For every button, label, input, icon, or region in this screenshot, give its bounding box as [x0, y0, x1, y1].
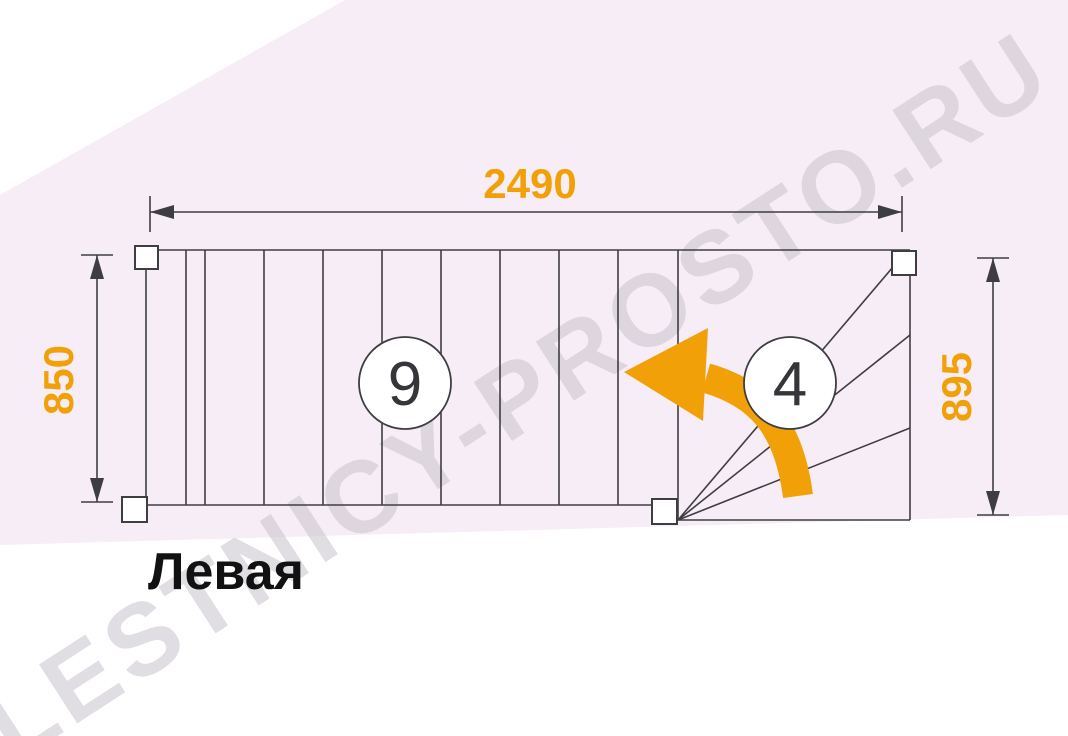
dimension-right-label: 895: [933, 352, 980, 422]
arrowhead-right-icon: [878, 205, 902, 219]
step-count-circle: [743, 336, 837, 430]
newel-posts: [121, 245, 917, 525]
arrowhead-left-icon: [150, 205, 174, 219]
step-count-straight: 9: [358, 336, 452, 430]
arrowhead-up-icon: [986, 258, 1000, 282]
arrowhead-down-icon: [90, 478, 104, 502]
newel-post: [134, 245, 159, 270]
arrowhead-down-icon: [986, 491, 1000, 515]
newel-post: [891, 250, 917, 276]
dimension-top: 2490: [149, 160, 903, 232]
arrowhead-up-icon: [90, 255, 104, 279]
dimension-width-label: 2490: [483, 160, 576, 207]
step-count-circle: [358, 336, 452, 430]
step-count-straight-label: 9: [388, 350, 422, 419]
plan-variant-title: Левая: [148, 543, 304, 601]
newel-post: [121, 496, 148, 523]
step-count-winder: 4: [743, 336, 837, 430]
dimension-left-label: 850: [35, 345, 82, 415]
step-count-winder-label: 4: [773, 350, 807, 419]
turn-arrow-head-icon: [624, 328, 708, 421]
dimension-left: 850: [35, 254, 113, 503]
dimension-right: 895: [933, 257, 1009, 516]
newel-post: [651, 498, 678, 525]
